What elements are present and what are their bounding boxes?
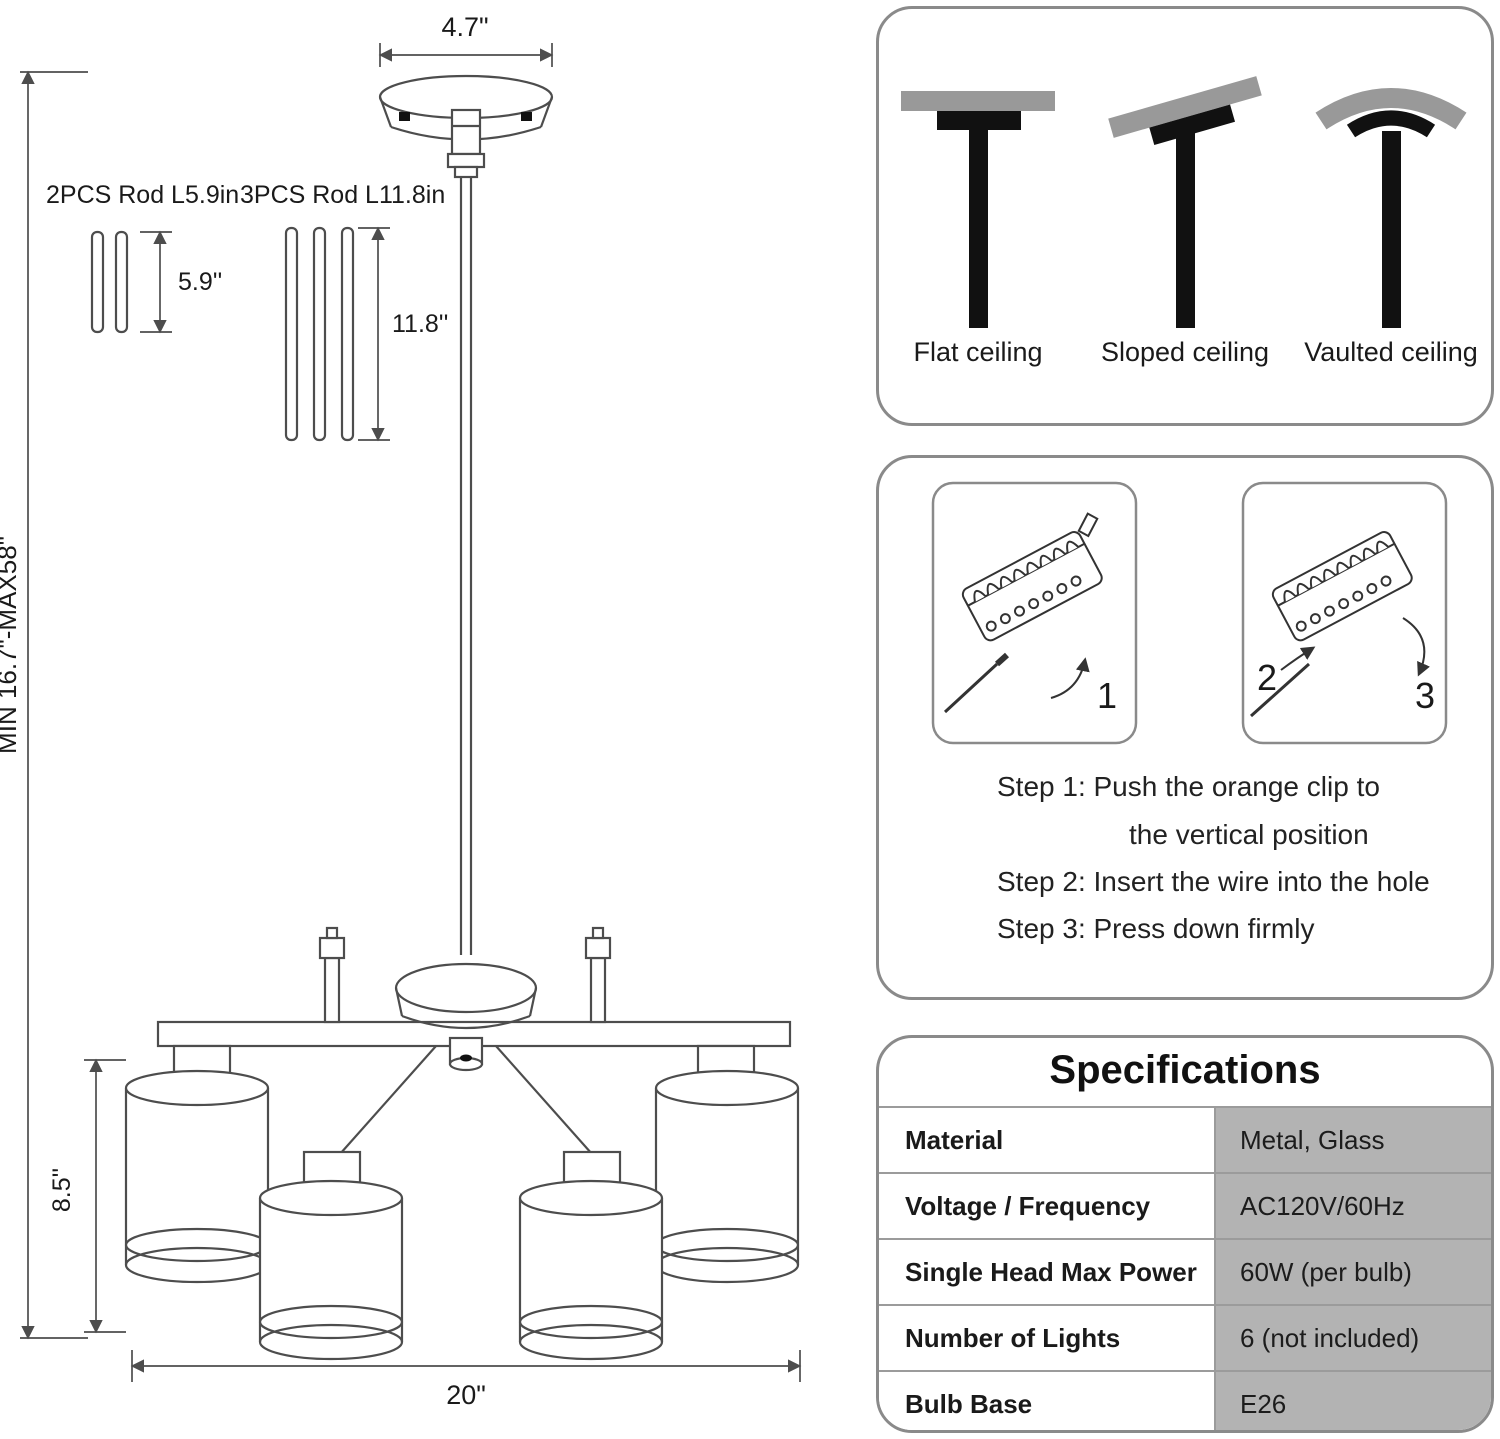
step-text-line-3: Step 2: Insert the wire into the hole — [997, 866, 1430, 897]
spec-label: Bulb Base — [879, 1372, 1216, 1430]
rear-socket-stem-right — [584, 926, 612, 1024]
orange-clip-outline — [1077, 512, 1099, 538]
front-arm-left — [339, 1045, 437, 1155]
glass-shade-outer-left — [124, 1069, 270, 1284]
wire-line-inserted — [1249, 662, 1311, 718]
canopy-dimension: 4.7" — [378, 12, 554, 67]
specifications-panel: Specifications Material Metal, Glass Vol… — [876, 1035, 1494, 1433]
hanging-rod — [459, 177, 473, 955]
canopy-dimension-label: 4.7" — [441, 12, 488, 42]
step-marker-2: 2 — [1257, 657, 1277, 698]
spec-value: 60W (per bulb) — [1216, 1240, 1491, 1304]
rod-kit-2pcs-label: 2PCS Rod L5.9in — [46, 181, 239, 209]
step-marker-3: 3 — [1415, 675, 1435, 716]
wire-connector-diagrams: 1 2 — [931, 481, 1448, 745]
spec-row-bulb-base: Bulb Base E26 — [879, 1370, 1491, 1430]
height-range-label: MIN 16.7"-MAX58" — [0, 536, 22, 754]
spec-row-number-of-lights: Number of Lights 6 (not included) — [879, 1304, 1491, 1370]
spec-value: 6 (not included) — [1216, 1306, 1491, 1370]
spec-value: E26 — [1216, 1372, 1491, 1430]
spec-value: AC120V/60Hz — [1216, 1174, 1491, 1238]
center-hub — [394, 962, 538, 1072]
shade-height-label: 8.5'' — [48, 1168, 76, 1212]
chandelier-body — [124, 926, 800, 1361]
front-arm-right — [495, 1045, 593, 1155]
vaulted-ceiling-diagram — [1315, 88, 1467, 328]
spec-label: Single Head Max Power — [879, 1240, 1216, 1304]
height-range-dimension: MIN 16.7"-MAX58" — [0, 70, 88, 1340]
spec-label: Number of Lights — [879, 1306, 1216, 1370]
installation-steps-panel: 1 2 — [876, 455, 1494, 1000]
rod-3pcs-length-label: 11.8'' — [392, 310, 448, 338]
chandelier-line-drawing: 4.7" 2PCS Rod L5.9in — [0, 12, 802, 1410]
canopy-screw-right — [521, 112, 532, 121]
glass-shade-front-right — [518, 1179, 664, 1361]
spec-row-voltage: Voltage / Frequency AC120V/60Hz — [879, 1172, 1491, 1238]
canopy-screw-left — [399, 112, 410, 121]
ceiling-types-diagrams: Flat ceiling Sloped ceiling Vaulted ceil… — [901, 76, 1478, 367]
ceiling-types-panel: Flat ceiling Sloped ceiling Vaulted ceil… — [876, 6, 1494, 426]
ceiling-type-label-flat: Flat ceiling — [913, 337, 1042, 367]
spec-label: Voltage / Frequency — [879, 1174, 1216, 1238]
sloped-ceiling-diagram — [1108, 76, 1262, 328]
step-text-line-2: the vertical position — [1129, 819, 1369, 850]
spec-value: Metal, Glass — [1216, 1108, 1491, 1172]
step1-arrow — [1050, 657, 1090, 699]
glass-shade-front-left — [258, 1179, 404, 1361]
fixture-width-dimension: 20" — [130, 1350, 802, 1410]
ceiling-type-label-sloped: Sloped ceiling — [1101, 337, 1269, 367]
ceiling-type-label-vaulted: Vaulted ceiling — [1304, 337, 1478, 367]
step-text-line-4: Step 3: Press down firmly — [997, 913, 1315, 944]
spec-label: Material — [879, 1108, 1216, 1172]
shade-height-dimension: 8.5'' — [48, 1058, 126, 1334]
specifications-title: Specifications — [1049, 1048, 1321, 1092]
spec-row-material: Material Metal, Glass — [879, 1106, 1491, 1172]
flat-ceiling-diagram — [901, 91, 1055, 328]
wire-line — [943, 662, 999, 714]
step3-arrow — [1402, 617, 1430, 677]
rod-kit-2pcs: 2PCS Rod L5.9in 5.9'' — [46, 181, 239, 334]
glass-shade-outer-right — [654, 1069, 800, 1284]
canopy-drawing — [378, 74, 554, 179]
fixture-width-label: 20" — [446, 1380, 486, 1410]
step-text-line-1: Step 1: Push the orange clip to — [997, 771, 1380, 802]
connector-diagram-2: 2 3 — [1241, 481, 1448, 745]
connector-diagram-1: 1 — [931, 481, 1138, 745]
step-marker-1: 1 — [1097, 675, 1117, 716]
rod-kit-3pcs: 3PCS Rod L11.8in 11.8'' — [240, 181, 448, 442]
rod-2pcs-length-label: 5.9'' — [178, 268, 222, 296]
spec-row-max-power: Single Head Max Power 60W (per bulb) — [879, 1238, 1491, 1304]
rear-socket-stem-left — [318, 926, 346, 1024]
step2-arrow — [1280, 646, 1316, 671]
rod-kit-3pcs-label: 3PCS Rod L11.8in — [240, 181, 445, 209]
